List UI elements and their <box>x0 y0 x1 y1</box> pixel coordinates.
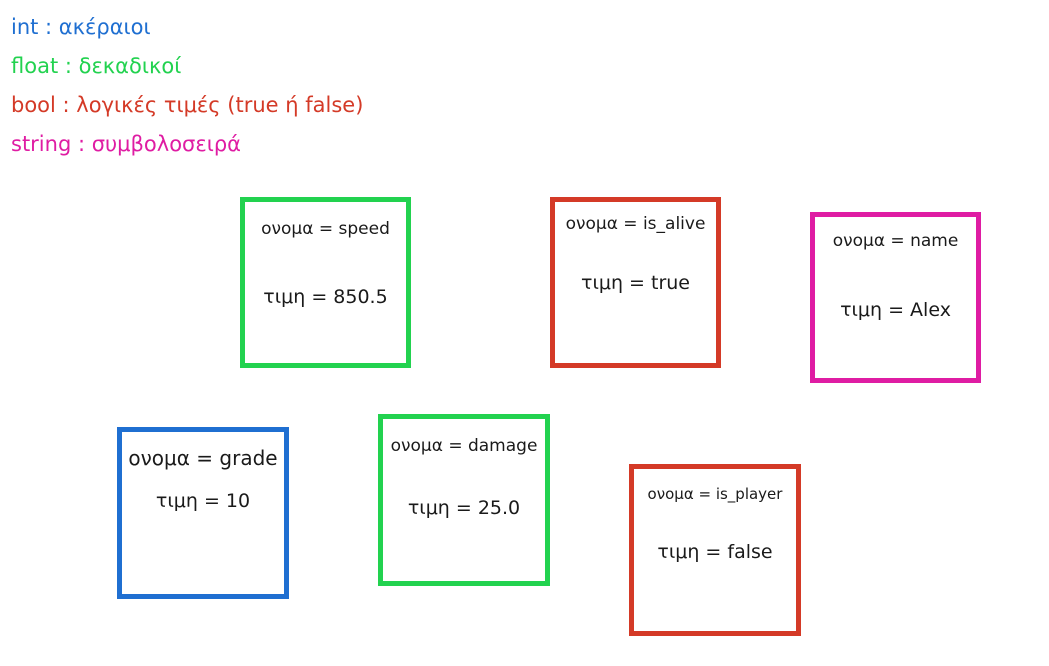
variable-name-label: ονομα = name <box>832 231 959 251</box>
variable-name-label: ονομα = grade <box>128 446 278 470</box>
variable-box-speed: ονομα = speed τιμη = 850.5 <box>240 197 411 368</box>
variable-value-label: τιμη = 25.0 <box>407 497 521 519</box>
variable-value-label: τιμη = true <box>581 272 690 294</box>
legend-int: int : ακέραιοι <box>11 15 151 39</box>
variable-value-label: τιμη = false <box>657 541 773 563</box>
variable-value-label: τιμη = Alex <box>840 299 951 321</box>
legend-float: float : δεκαδικοί <box>11 54 182 78</box>
legend-bool: bool : λογικές τιμές (true ή false) <box>11 93 364 117</box>
variable-name-label: ονομα = speed <box>261 219 390 239</box>
variable-value-label: τιμη = 10 <box>155 490 251 512</box>
variable-box-damage: ονομα = damage τιμη = 25.0 <box>378 414 550 586</box>
variable-value-label: τιμη = 850.5 <box>263 286 388 308</box>
variable-name-label: ονομα = is_alive <box>565 214 706 234</box>
variable-box-grade: ονομα = grade τιμη = 10 <box>117 427 289 599</box>
variable-box-is-player: ονομα = is_player τιμη = false <box>629 464 801 636</box>
legend-string: string : συμβολοσειρά <box>11 132 241 156</box>
variable-name-label: ονομα = is_player <box>647 485 783 503</box>
variable-name-label: ονομα = damage <box>390 436 538 456</box>
variable-box-is-alive: ονομα = is_alive τιμη = true <box>550 197 721 368</box>
type-legend: int : ακέραιοι float : δεκαδικοί bool : … <box>11 8 363 164</box>
variable-box-name: ονομα = name τιμη = Alex <box>810 212 981 383</box>
